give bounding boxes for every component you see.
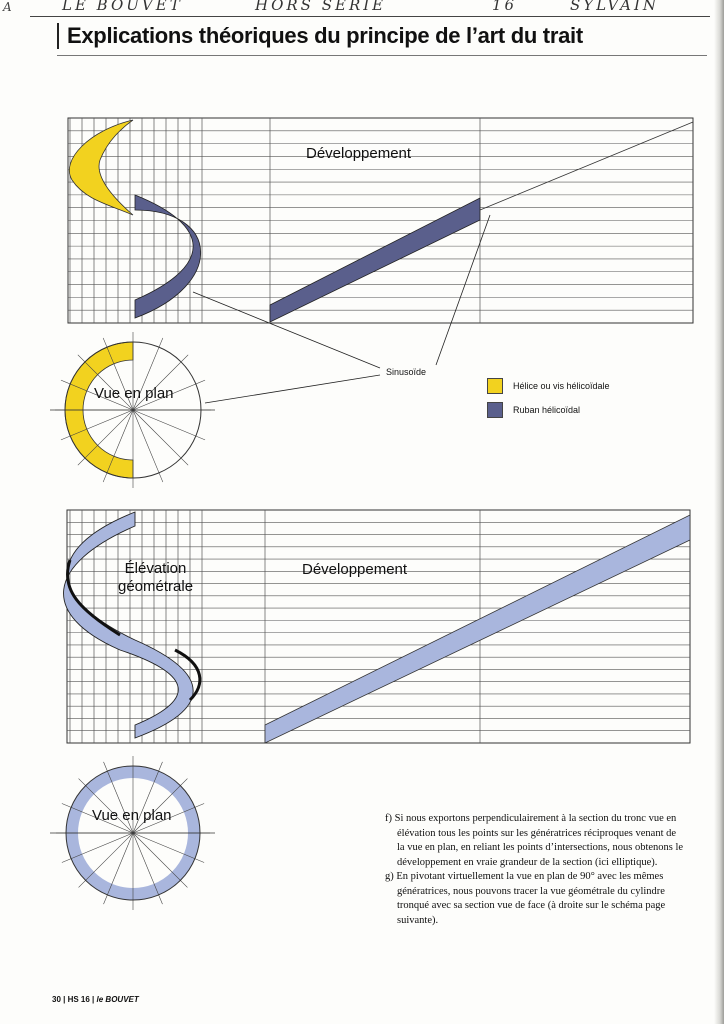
- helix-ribbon-elevation: [134, 194, 201, 319]
- corner-mark: A: [3, 0, 12, 14]
- grid-frame: [66, 509, 691, 744]
- plan-ray: [78, 832, 134, 888]
- plan-ray: [132, 337, 164, 411]
- plan-ray: [132, 354, 189, 411]
- pointer-line: [435, 214, 491, 366]
- legend-label-ruban: Ruban hélicoïdal: [513, 405, 581, 415]
- sinusoide-label: Sinusoïde: [386, 367, 427, 377]
- plan-ray: [102, 337, 134, 411]
- plan-ray: [132, 832, 163, 905]
- legend: Hélice ou vis hélicoïdale Ruban hélicoïd…: [487, 378, 610, 426]
- plan-ray: [77, 354, 134, 411]
- elevation-label-line1: Élévation: [124, 560, 187, 577]
- brand-name: le BOUVET: [96, 995, 139, 1004]
- plan-ray: [103, 832, 134, 905]
- plan-ray: [132, 409, 164, 483]
- plan-ray: [132, 832, 205, 863]
- vue-en-plan-label-1: Vue en plan: [94, 385, 174, 402]
- issue-number: HS 16: [67, 995, 90, 1004]
- plan-ray: [132, 409, 206, 441]
- legend-label-helice: Hélice ou vis hélicoïdale: [513, 381, 610, 391]
- elevation-label-line2: géométrale: [118, 578, 194, 595]
- handwritten-number: 16: [492, 0, 518, 14]
- handwritten-header: LE BOUVET HORS SERIE 16 SYLVAIN: [30, 0, 710, 17]
- developed-ribbon-band: [269, 197, 481, 323]
- elevation-shaded-edge: [174, 648, 202, 702]
- plan-ray: [78, 778, 134, 834]
- handwritten-name: SYLVAIN: [570, 0, 660, 14]
- legend-item-helice: Hélice ou vis hélicoïdale: [487, 378, 610, 394]
- helix-diagram: [50, 117, 694, 488]
- plan-ray: [60, 379, 134, 411]
- developpement-label-1: Développement: [306, 145, 412, 162]
- legend-swatch-blue: [487, 402, 503, 418]
- handwritten-title: LE BOUVET: [62, 0, 183, 14]
- plan-ray: [77, 409, 134, 466]
- elevation-label: Élévation géométrale: [118, 560, 193, 596]
- page-number: 30: [52, 995, 61, 1004]
- handwritten-series: HORS SERIE: [255, 0, 387, 14]
- legend-swatch-yellow: [487, 378, 503, 394]
- plan-ray: [132, 409, 189, 466]
- plan-ray: [102, 409, 134, 483]
- elevation-sine-ribbon: [63, 511, 194, 739]
- developed-ribbon-band: [264, 514, 691, 744]
- ribbon-diagram: [50, 509, 691, 910]
- plan-ray: [132, 778, 188, 834]
- plan-ray: [61, 832, 134, 863]
- explanatory-notes: f) Si nous exportons perpendiculairement…: [385, 812, 685, 928]
- pointer-line: [192, 291, 381, 369]
- page-footer: 30 | HS 16 | le BOUVET: [52, 995, 139, 1004]
- elevation-shaded-edge: [65, 559, 121, 637]
- plan-ray: [60, 409, 134, 441]
- title-divider: [57, 55, 707, 56]
- plan-ray: [132, 761, 163, 834]
- plan-ray: [61, 803, 134, 834]
- plan-ray: [132, 832, 188, 888]
- development-diagonal: [479, 121, 694, 211]
- page-title: Explications théoriques du principe de l…: [57, 23, 583, 49]
- helix-crescent: [69, 119, 134, 216]
- plan-ray: [132, 379, 206, 411]
- vue-en-plan-label-2: Vue en plan: [92, 807, 172, 824]
- plan-ray: [103, 761, 134, 834]
- developpement-label-2: Développement: [302, 561, 408, 578]
- note-g: g) En pivotant virtuellement la vue en p…: [385, 871, 666, 926]
- page-spine-shadow: [714, 0, 724, 1024]
- plan-ray: [132, 803, 205, 834]
- note-f: f) Si nous exportons perpendiculairement…: [385, 813, 684, 868]
- pointer-line: [204, 374, 381, 404]
- legend-item-ruban: Ruban hélicoïdal: [487, 402, 610, 418]
